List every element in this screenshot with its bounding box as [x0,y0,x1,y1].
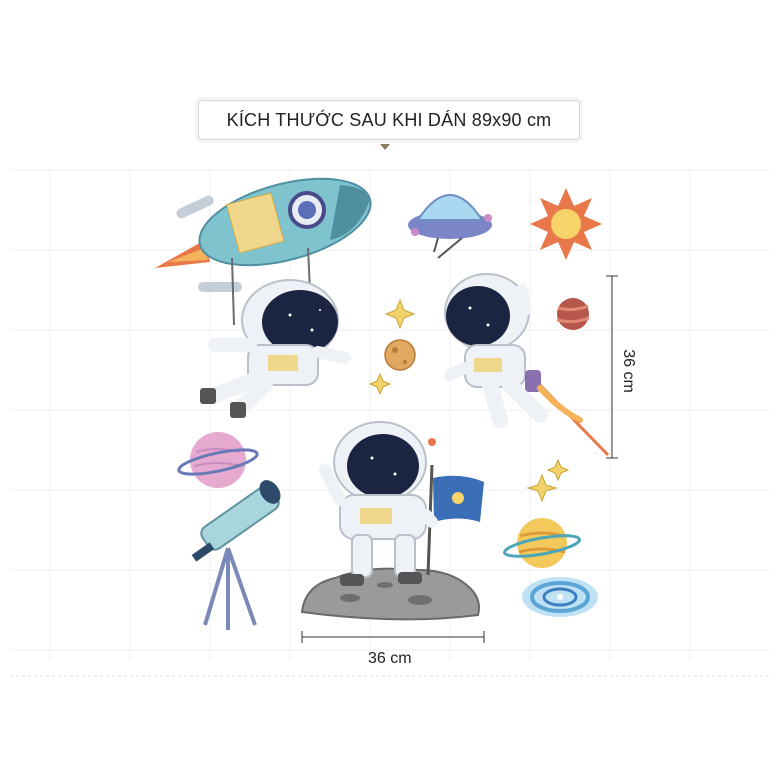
width-dimension-line [301,631,485,643]
planet-icon [503,518,581,568]
astronaut-icon [200,279,351,418]
planet-icon [556,298,590,330]
size-title-box: KÍCH THƯỚC SAU KHI DÁN 89x90 cm [198,100,580,140]
moon-rock [300,567,480,621]
width-label: 36 cm [368,650,412,667]
sun-icon [530,188,602,260]
height-label: 36 cm [619,349,637,393]
planet-icon [177,432,259,488]
height-dimension-line [606,275,618,459]
star-icon [368,298,570,503]
ufo-icon [408,194,492,259]
size-title: KÍCH THƯỚC SAU KHI DÁN 89x90 cm [226,109,552,130]
galaxy-icon [522,577,598,617]
rocket-icon [155,177,372,326]
planet-icon [384,339,416,371]
title-pointer-icon [380,144,390,150]
flag-icon [426,438,484,576]
telescope-icon [191,480,281,630]
astronaut-icon [319,421,438,586]
astronaut-icon [444,273,610,457]
